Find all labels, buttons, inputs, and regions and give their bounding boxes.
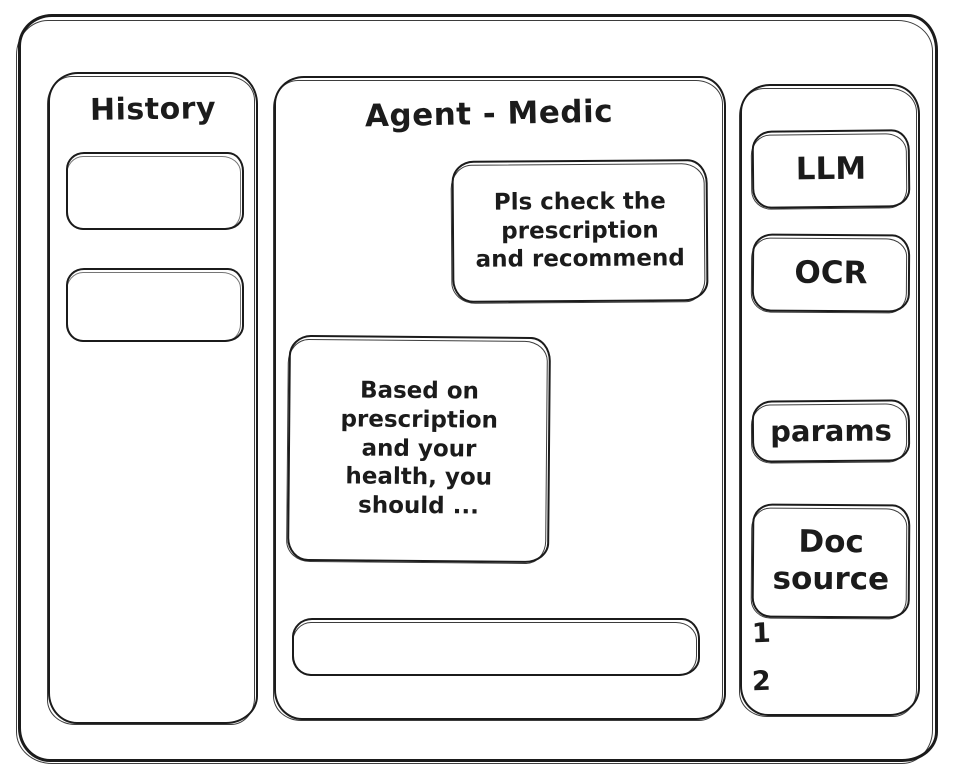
doc-source-label-line: Doc — [798, 524, 864, 561]
tool-button-label: params — [770, 413, 892, 449]
history-panel-title: History — [89, 91, 217, 128]
message-line: and recommend — [475, 245, 685, 274]
doc-source-entry[interactable]: 1 — [751, 617, 772, 650]
doc-source-box[interactable]: Doc source — [751, 503, 911, 619]
message-input[interactable] — [292, 618, 700, 676]
history-item[interactable] — [66, 268, 244, 342]
message-line: prescription — [501, 216, 659, 245]
history-item[interactable] — [66, 152, 244, 230]
message-line: and your — [361, 435, 477, 463]
message-line: Pls check the — [493, 187, 666, 216]
tool-button-label: LLM — [795, 150, 867, 188]
message-line: should ... — [357, 492, 480, 520]
tool-button-ocr[interactable]: OCR — [751, 233, 911, 313]
tool-button-llm[interactable]: LLM — [751, 129, 911, 209]
doc-source-label-line: source — [772, 560, 890, 598]
doc-source-entry[interactable]: 2 — [751, 665, 772, 698]
message-line: Based on — [359, 377, 480, 405]
message-line: prescription — [340, 405, 499, 434]
assistant-message-bubble: Based on prescription and your health, y… — [287, 334, 551, 564]
message-line: health, you — [345, 463, 493, 492]
tool-button-label: OCR — [794, 254, 868, 292]
tool-button-params[interactable]: params — [751, 399, 911, 463]
user-message-bubble: Pls check the prescription and recommend — [451, 159, 709, 303]
